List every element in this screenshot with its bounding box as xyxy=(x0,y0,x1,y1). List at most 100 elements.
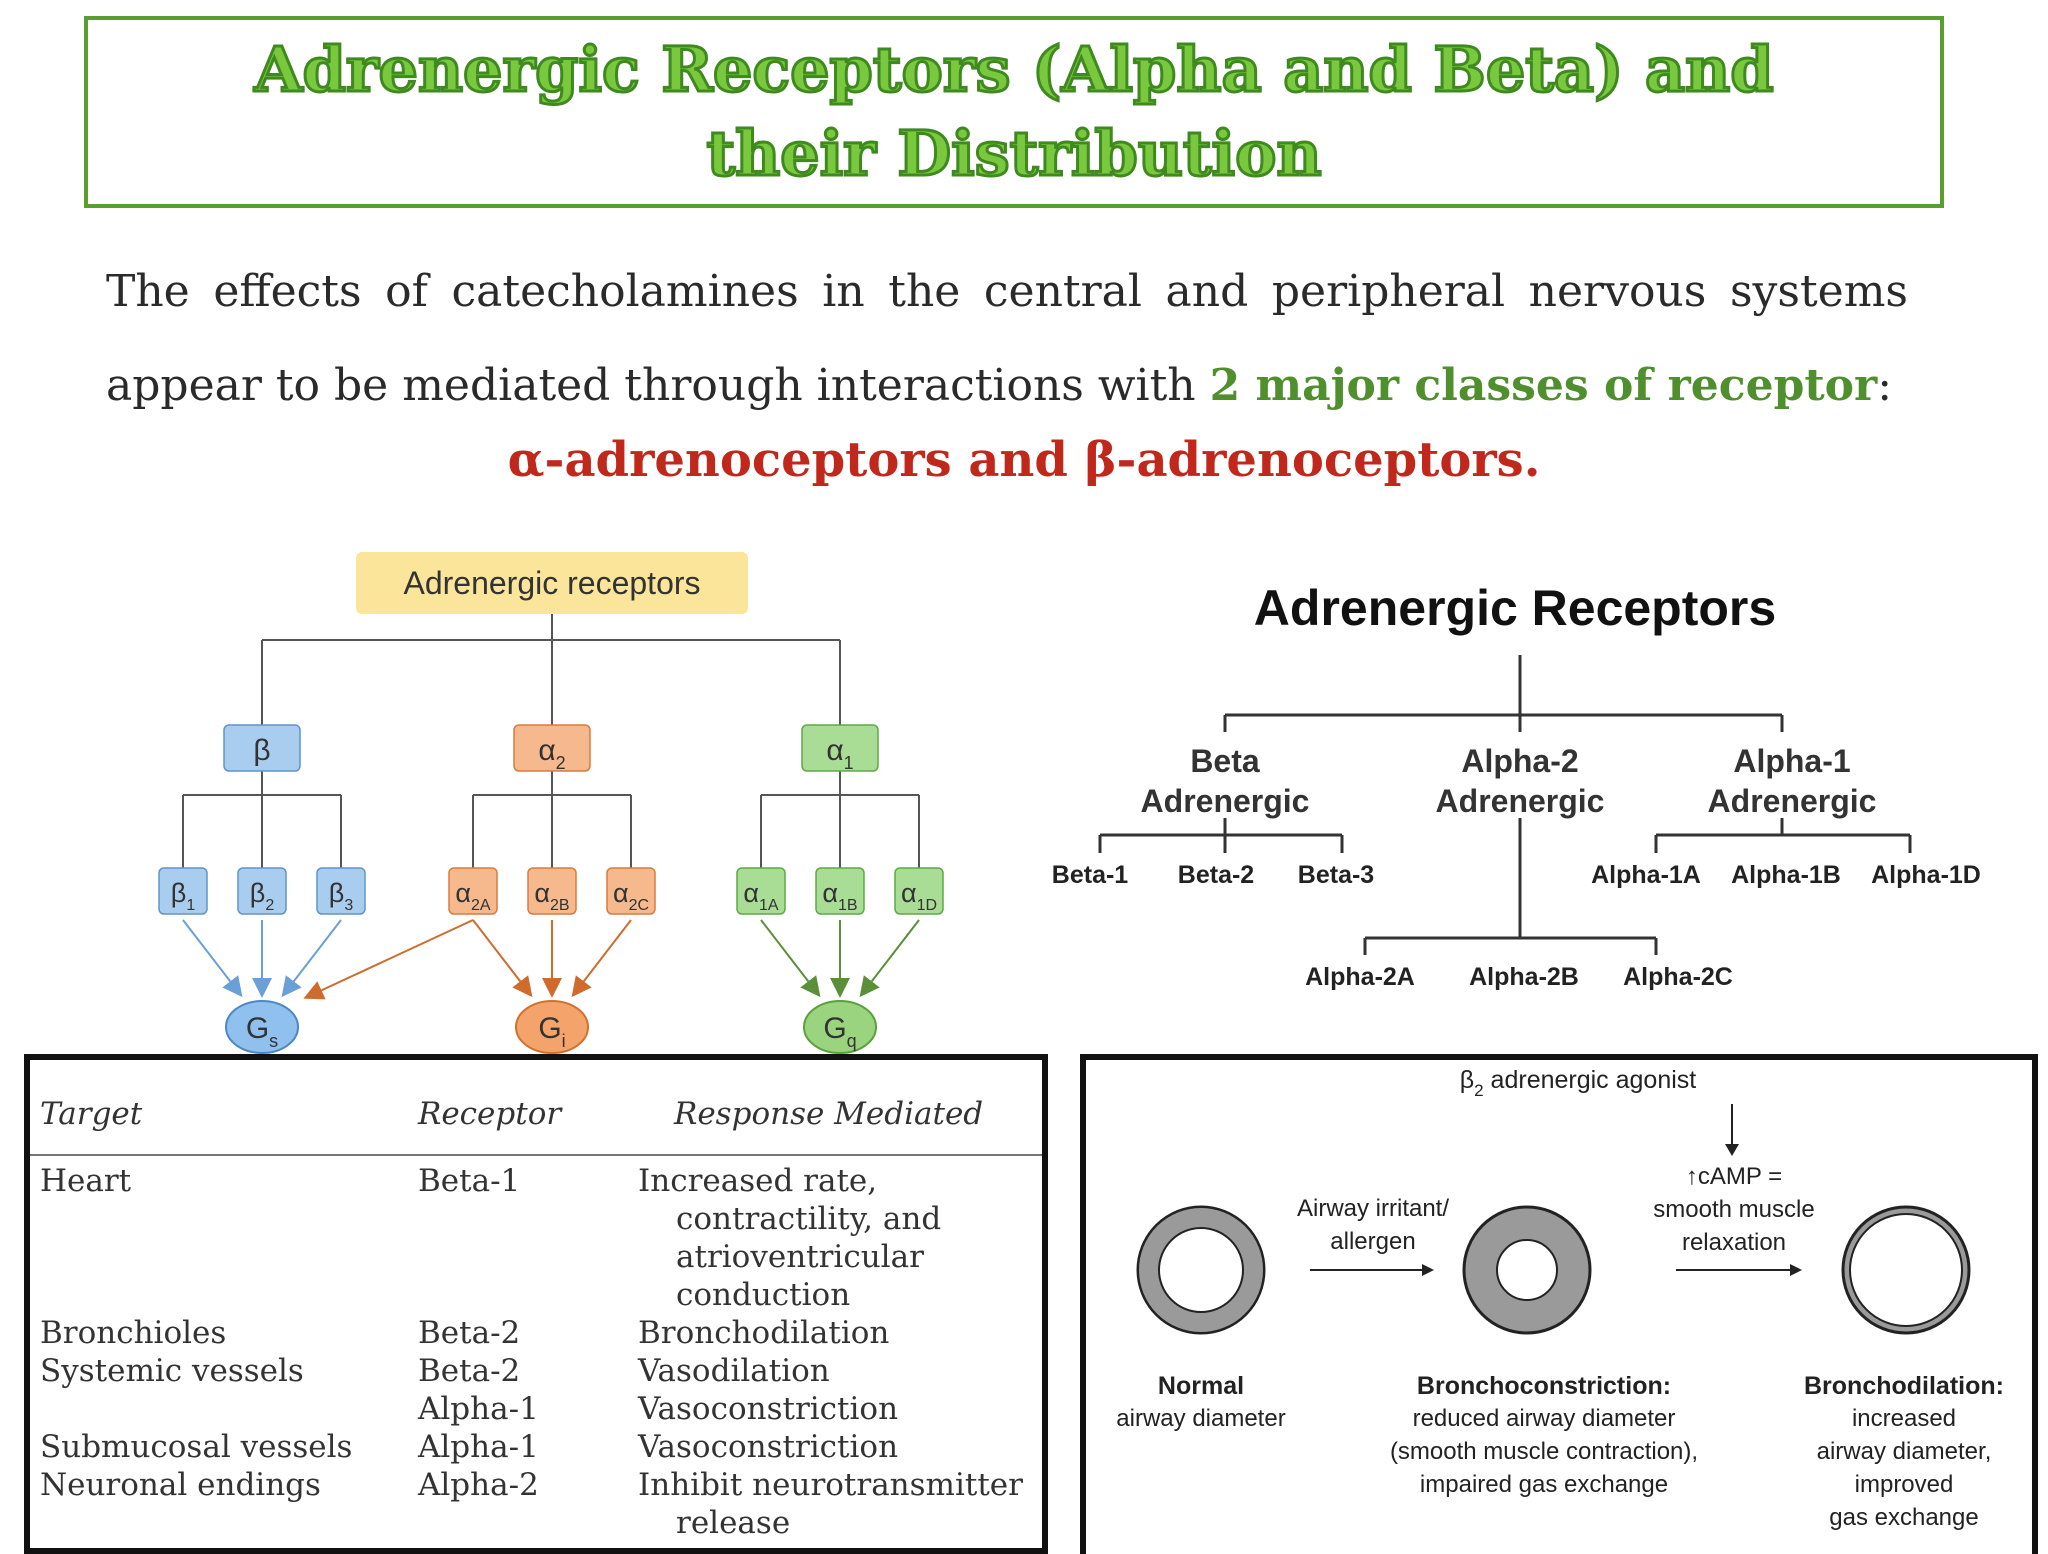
root-node-box xyxy=(356,552,748,614)
dilated-airway-lumen xyxy=(1849,1213,1963,1327)
irritant-line1: Airway irritant/ xyxy=(1297,1195,1449,1222)
table-cell-receptor: Beta-2 xyxy=(418,1353,521,1389)
alpha1-adrenergic-line2: Adrenergic xyxy=(1708,783,1877,819)
table-cell-response: Bronchodilation xyxy=(638,1315,890,1351)
dilation-desc-2: airway diameter, xyxy=(1817,1438,1992,1465)
table-cell-target: Systemic vessels xyxy=(40,1353,304,1389)
beta-group-box xyxy=(223,724,301,772)
irritant-arrowhead xyxy=(1422,1264,1434,1276)
alpha2-group-box xyxy=(513,724,591,772)
beta-adrenergic-line2: Adrenergic xyxy=(1141,783,1310,819)
alpha2-group-label: α2 xyxy=(538,734,565,773)
alpha2-subtype-box-3 xyxy=(606,867,656,915)
tree-connectors xyxy=(1098,655,1912,955)
table-cell-response: Increased rate, xyxy=(638,1163,878,1199)
header-receptor: Receptor xyxy=(418,1096,562,1132)
dilation-title: Bronchodilation: xyxy=(1804,1372,2004,1400)
table-cell-receptor: Beta-1 xyxy=(418,1163,521,1199)
beta-subtype-label-3: β3 xyxy=(329,878,354,914)
g-protein-q xyxy=(803,1000,877,1054)
constriction-desc-3: impaired gas exchange xyxy=(1420,1471,1668,1498)
alpha1-group-box xyxy=(801,724,879,772)
root-node-label: Adrenergic receptors xyxy=(403,565,700,601)
alpha-2a-label: Alpha-2A xyxy=(1305,963,1415,991)
alpha1-adrenergic-line1: Alpha-1 xyxy=(1733,743,1850,779)
tree-connectors xyxy=(182,614,920,1000)
dilation-desc-4: gas exchange xyxy=(1829,1504,1978,1531)
beta-arrow-3 xyxy=(281,919,342,998)
table-cell-receptor: Alpha-1 xyxy=(418,1391,539,1427)
table-cell-response: conduction xyxy=(676,1277,851,1313)
relaxation-arrowhead xyxy=(1790,1264,1802,1276)
table-cell-response: contractility, and xyxy=(676,1201,942,1237)
alpha1-subtype-label-1: α1A xyxy=(743,878,779,914)
alpha-1a-label: Alpha-1A xyxy=(1591,861,1701,889)
table-cell-receptor: Alpha-2 xyxy=(418,1467,539,1503)
camp-line2: smooth muscle xyxy=(1653,1196,1814,1223)
beta-1-label: Beta-1 xyxy=(1052,861,1129,889)
airway-diagram-panel: β2 adrenergic agonist ↑cAMP = smooth mus… xyxy=(1080,1054,2038,1554)
alpha1-subtype-label-3: α1D xyxy=(901,878,937,914)
alpha2-adrenergic-line2: Adrenergic xyxy=(1436,783,1605,819)
beta-arrow-1 xyxy=(182,919,243,998)
airway-diagram: β2 adrenergic agonist ↑cAMP = smooth mus… xyxy=(1116,1066,2004,1531)
intro-paragraph: The effects of catecholamines in the cen… xyxy=(106,245,1908,433)
constricted-airway-lumen xyxy=(1496,1239,1558,1301)
g-protein-s xyxy=(225,1000,299,1054)
agonist-arrowhead xyxy=(1725,1144,1739,1156)
header-response: Response Mediated xyxy=(674,1096,984,1132)
table-header-rule xyxy=(30,1154,1042,1156)
alpha-2c-label: Alpha-2C xyxy=(1623,963,1733,991)
subheading: α-adrenoceptors and β-adrenoceptors. xyxy=(507,432,1541,488)
intro-text: The effects of catecholamines in the cen… xyxy=(106,266,1908,411)
alpha-1d-label: Alpha-1D xyxy=(1871,861,1981,889)
normal-desc: airway diameter xyxy=(1116,1405,1285,1432)
alpha1-arrow-1 xyxy=(760,919,821,998)
alpha2-subtype-box-1 xyxy=(448,867,498,915)
intro-highlight: 2 major classes of receptor xyxy=(1209,360,1878,411)
table-cell-target: Neuronal endings xyxy=(40,1467,321,1503)
table-cell-response: Vasoconstriction xyxy=(638,1429,899,1465)
right-receptor-tree: Adrenergic Receptors Beta Adrenergic Alp… xyxy=(1052,580,1981,991)
normal-airway-wall xyxy=(1139,1208,1263,1332)
beta-subtype-box-1 xyxy=(158,867,208,915)
table-cell-target: Submucosal vessels xyxy=(40,1429,353,1465)
beta-2-label: Beta-2 xyxy=(1178,861,1254,889)
table-cell-response: Vasoconstriction xyxy=(638,1391,899,1427)
g-protein-i xyxy=(515,1000,589,1054)
alpha1-arrow-3 xyxy=(859,919,920,998)
title-box: Adrenergic Receptors (Alpha and Beta) an… xyxy=(84,16,1944,208)
g-protein-label-i: Gi xyxy=(538,1012,565,1051)
alpha2-subtype-label-2: α2B xyxy=(534,878,569,914)
table-cell-receptor: Beta-2 xyxy=(418,1315,521,1351)
alpha-2b-label: Alpha-2B xyxy=(1469,963,1579,991)
table-cell-response: Inhibit neurotransmitter xyxy=(638,1467,1023,1503)
agonist-label: β2 adrenergic agonist xyxy=(1460,1066,1697,1100)
intro-end: : xyxy=(1877,360,1893,411)
irritant-line2: allergen xyxy=(1330,1228,1415,1255)
constriction-desc-2: (smooth muscle contraction), xyxy=(1390,1438,1698,1465)
camp-line3: relaxation xyxy=(1682,1229,1786,1256)
beta-adrenergic-line1: Beta xyxy=(1190,743,1260,779)
table-cell-target: Bronchioles xyxy=(40,1315,227,1351)
page-title: Adrenergic Receptors (Alpha and Beta) an… xyxy=(253,32,1775,192)
alpha2-subtype-label-3: α2C xyxy=(613,878,649,914)
right-tree-title: Adrenergic Receptors xyxy=(1254,580,1776,636)
g-protein-label-q: Gq xyxy=(823,1012,856,1051)
alpha1-subtype-box-1 xyxy=(736,867,786,915)
normal-airway-lumen xyxy=(1158,1227,1244,1313)
beta-subtype-label-2: β2 xyxy=(250,878,275,914)
constriction-desc-1: reduced airway diameter xyxy=(1413,1405,1676,1432)
dilation-desc-1: increased xyxy=(1852,1405,1956,1432)
alpha1-group-label: α1 xyxy=(826,734,853,773)
constriction-title: Bronchoconstriction: xyxy=(1417,1372,1671,1400)
dilation-desc-3: improved xyxy=(1855,1471,1954,1498)
camp-line1: ↑cAMP = xyxy=(1686,1163,1782,1190)
alpha2-subtype-label-1: α2A xyxy=(455,878,491,914)
alpha2-arrow-1 xyxy=(472,919,533,998)
header-target: Target xyxy=(40,1096,143,1132)
alpha2-subtype-box-2 xyxy=(527,867,577,915)
